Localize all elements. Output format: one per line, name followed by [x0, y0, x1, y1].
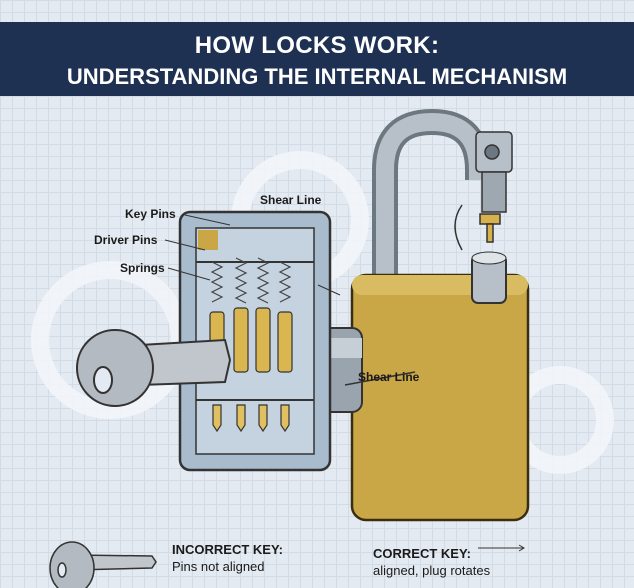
rotation-arrow — [454, 204, 463, 251]
label-driver-pins: Driver Pins — [94, 233, 158, 247]
subtitle: UNDERSTANDING THE INTERNAL MECHANISM — [66, 64, 568, 89]
key-small — [49, 541, 157, 588]
leader-lines — [164, 214, 525, 552]
caption-correct-key: CORRECT KEY: aligned, plug rotates — [373, 545, 490, 579]
caption-correct-text: aligned, plug rotates — [373, 563, 491, 578]
label-springs: Springs — [120, 261, 165, 275]
label-shear-line-plug: Shear Line — [358, 370, 420, 384]
key-large — [76, 329, 232, 407]
caption-incorrect-text: Pins not aligned — [172, 559, 265, 574]
springs — [210, 257, 292, 304]
shackle — [372, 108, 491, 285]
label-shear-line-top: Shear Line — [260, 193, 322, 207]
caption-incorrect-title: INCORRECT KEY: — [172, 542, 283, 557]
caption-correct-title: CORRECT KEY: — [373, 546, 471, 561]
title: HOW LOCKS WORK: — [194, 32, 440, 59]
label-key-pins: Key Pins — [125, 207, 176, 221]
shackle-pin-detail — [475, 131, 513, 243]
title-banner: HOW LOCKS WORK: UNDERSTANDING THE INTERN… — [0, 22, 634, 96]
key-pins — [212, 404, 290, 433]
caption-incorrect-key: INCORRECT KEY: Pins not aligned — [172, 541, 283, 575]
